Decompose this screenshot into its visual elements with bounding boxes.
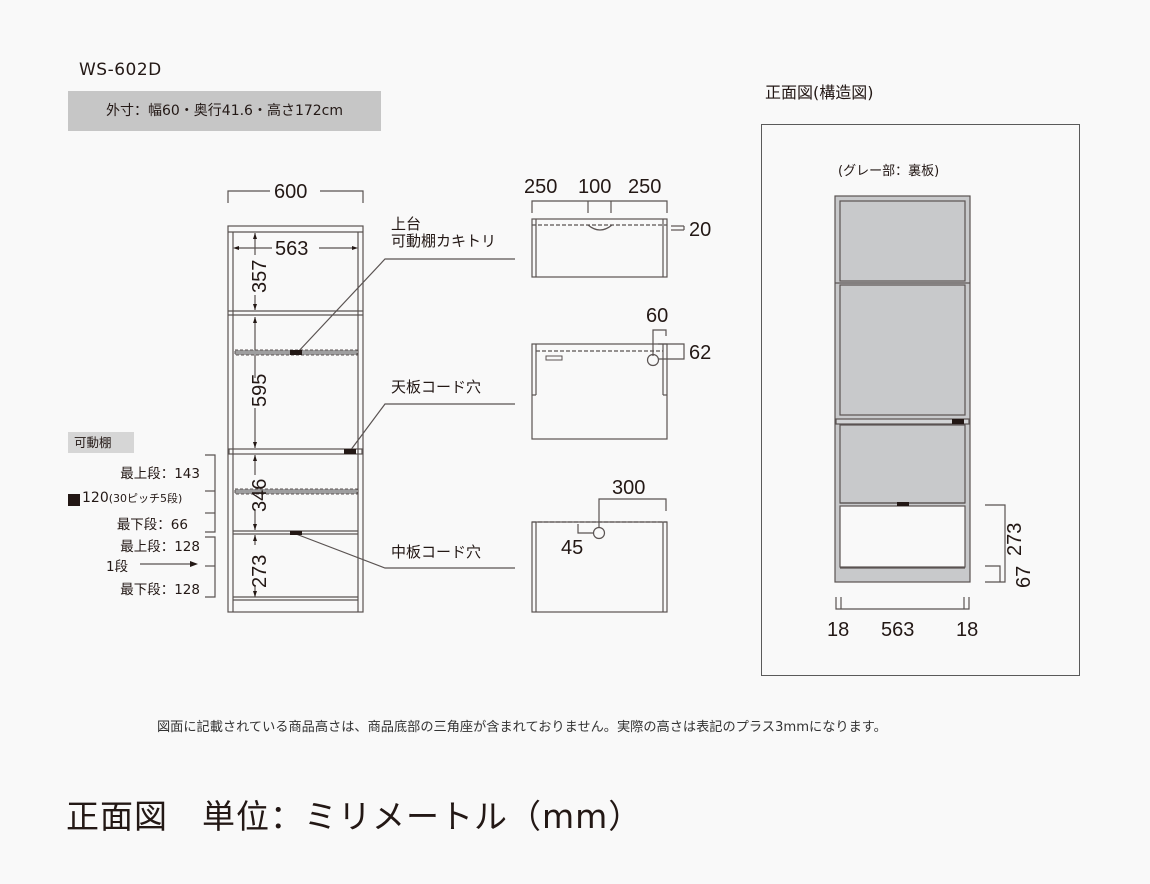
callout-line-1: 上台 bbox=[391, 215, 422, 233]
dim-h-middle: 346 bbox=[249, 479, 271, 512]
outer-dimensions-badge: 外寸：幅60・奥行41.6・高さ172cm bbox=[68, 91, 381, 131]
lower-top-position: 最上段：128 bbox=[120, 539, 200, 555]
middle-board-cord-hole-marker bbox=[290, 531, 302, 535]
dim-h-upper: 595 bbox=[249, 374, 271, 407]
dim-h-top: 357 bbox=[249, 260, 271, 293]
struct-inner: 563 bbox=[881, 619, 914, 641]
middle-hole-y: 45 bbox=[561, 537, 583, 559]
dim-width-inner: 563 bbox=[275, 238, 308, 260]
top-shelf-notch-marker bbox=[290, 350, 302, 355]
upper-pitch: ■120120(30ピッチ5段) bbox=[82, 490, 183, 506]
back-panel-note: (グレー部：裏板) bbox=[838, 164, 940, 179]
structure-view-frame bbox=[761, 124, 1080, 676]
pitch-square-icon bbox=[68, 494, 80, 506]
struct-side-right: 18 bbox=[956, 619, 978, 641]
upper-bottom-position: 最下段：66 bbox=[116, 517, 188, 533]
callout-middle-board-cord-hole: 中板コード穴 bbox=[391, 543, 482, 561]
top-board-cord-hole-marker bbox=[344, 449, 356, 454]
notch-seg-left: 250 bbox=[524, 176, 557, 198]
height-footnote: 図面に記載されている商品高さは、商品底部の三角座が含まれておりません。実際の高さ… bbox=[157, 720, 887, 735]
middle-hole-x: 300 bbox=[612, 477, 645, 499]
struct-dim-h-lower: 273 bbox=[1004, 523, 1026, 556]
structure-view-cabinet bbox=[834, 195, 971, 583]
adjustable-shelf-tag: 可動棚 bbox=[68, 432, 134, 453]
dim-h-lower: 273 bbox=[249, 555, 271, 588]
callout-top-shelf-notch: 上台 可動棚カキトリ bbox=[391, 215, 497, 251]
notch-seg-right: 250 bbox=[628, 176, 661, 198]
unit-caption: 正面図 単位：ミリメートル（mm） bbox=[66, 797, 643, 836]
lower-steps: 1段 bbox=[106, 559, 129, 575]
model-number: WS-602D bbox=[79, 60, 162, 80]
notch-depth: 20 bbox=[689, 219, 711, 241]
notch-seg-mid: 100 bbox=[578, 176, 611, 198]
dim-width-outer: 600 bbox=[274, 181, 307, 203]
top-hole-x: 60 bbox=[646, 305, 668, 327]
callout-top-board-cord-hole: 天板コード穴 bbox=[391, 378, 482, 396]
structure-view-title: 正面図(構造図) bbox=[765, 83, 874, 102]
struct-side-left: 18 bbox=[827, 619, 849, 641]
callout-line-2: 可動棚カキトリ bbox=[391, 232, 497, 251]
upper-top-position: 最上段：143 bbox=[120, 466, 200, 482]
struct-dim-h-base: 67 bbox=[1013, 566, 1035, 588]
lower-bottom-position: 最下段：128 bbox=[120, 582, 200, 598]
top-hole-y: 62 bbox=[689, 342, 711, 364]
front-view-cabinet bbox=[227, 225, 364, 613]
